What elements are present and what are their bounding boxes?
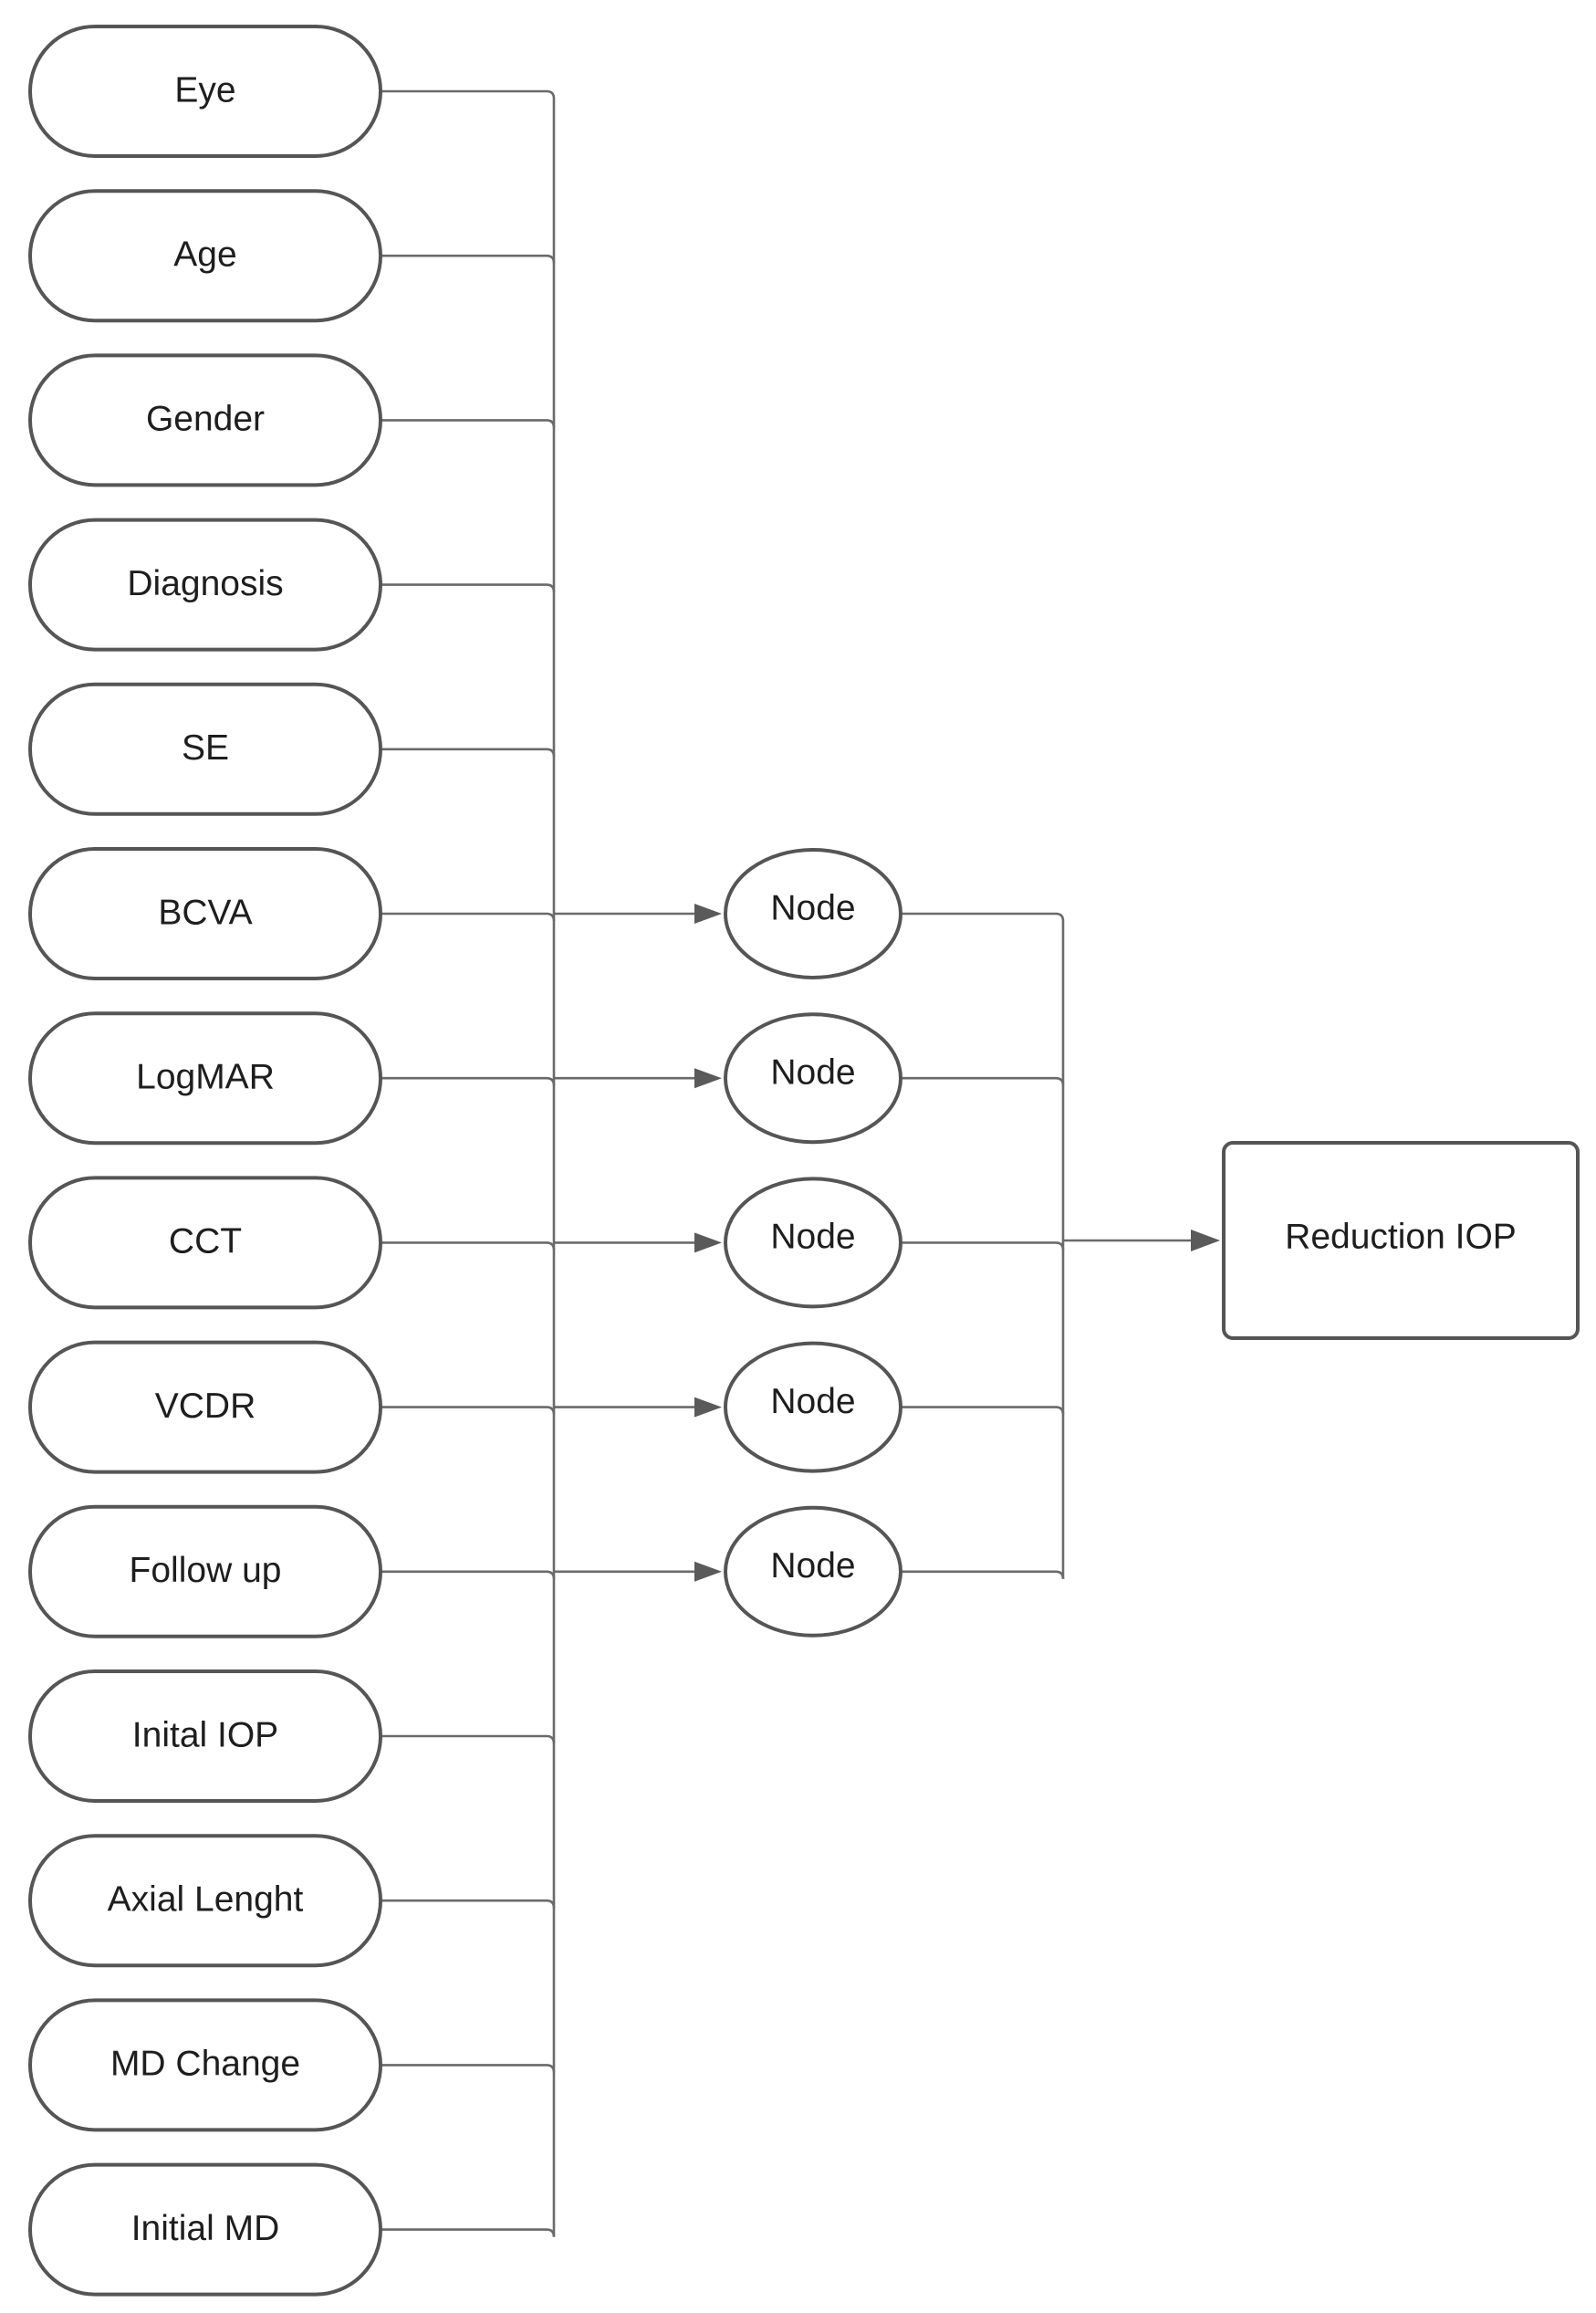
- input-label: LogMAR: [136, 1057, 275, 1096]
- input-node-vcdr: VCDR: [28, 1340, 382, 1474]
- input-pill-shape: [28, 1176, 382, 1310]
- arrowhead-to-node-2: [694, 1068, 722, 1089]
- connector-layer: [381, 89, 1220, 2237]
- hidden-node-ellipse: [724, 1341, 902, 1473]
- connector-input-bcva: [381, 912, 556, 922]
- arrowhead-to-node-3: [694, 1232, 722, 1253]
- input-pill-shape: [28, 518, 382, 652]
- input-label: Diagnosis: [127, 564, 283, 603]
- input-node-logmar: LogMAR: [28, 1011, 382, 1146]
- input-node-cct: CCT: [28, 1176, 382, 1310]
- input-node-follow-up: Follow up: [28, 1504, 382, 1638]
- input-node-gender: Gender: [28, 353, 382, 487]
- input-pill-shape: [28, 1011, 382, 1146]
- input-pill-shape: [28, 25, 382, 158]
- arrowhead-to-node-4: [694, 1397, 722, 1418]
- input-label: MD Change: [110, 2045, 300, 2084]
- connector-input-age: [381, 254, 556, 264]
- input-pill-shape: [28, 1998, 382, 2132]
- connector-node-1: [901, 912, 1065, 922]
- input-pill-shape: [28, 847, 382, 980]
- hidden-node-ellipse: [724, 1012, 902, 1145]
- connector-node-2: [901, 1076, 1065, 1086]
- input-node-eye: Eye: [28, 25, 382, 158]
- arrowhead-to-node-5: [694, 1561, 722, 1582]
- connector-node-4: [901, 1406, 1065, 1415]
- input-label: Gender: [146, 400, 265, 439]
- output-label: Reduction IOP: [1285, 1217, 1517, 1256]
- hidden-node-3: Node: [724, 1177, 902, 1309]
- input-pill-shape: [28, 1834, 382, 1968]
- input-label: CCT: [169, 1222, 242, 1261]
- connector-input-eye: [381, 89, 556, 99]
- hidden-node-label: Node: [770, 888, 855, 927]
- hidden-node-label: Node: [770, 1546, 855, 1586]
- connector-input-cct: [381, 1241, 556, 1251]
- connector-input-vcdr: [381, 1406, 556, 1415]
- connector-input-initial-md: [381, 2228, 556, 2237]
- input-label: VCDR: [155, 1387, 256, 1426]
- arrowhead-to-output: [1191, 1230, 1220, 1251]
- input-node-md-change: MD Change: [28, 1998, 382, 2132]
- input-pill-shape: [28, 682, 382, 816]
- input-node-initial-md: Initial MD: [28, 2162, 382, 2297]
- connector-input-logmar: [381, 1076, 556, 1086]
- hidden-node-2: Node: [724, 1012, 902, 1145]
- input-label: Eye: [174, 70, 235, 110]
- input-node-axial-lenght: Axial Lenght: [28, 1834, 382, 1968]
- input-pill-shape: [28, 189, 382, 323]
- connector-input-gender: [381, 419, 556, 428]
- connector-input-se: [381, 748, 556, 757]
- input-node-inital-iop: Inital IOP: [28, 1669, 382, 1803]
- connector-input-diagnosis: [381, 583, 556, 592]
- hidden-node-ellipse: [724, 848, 902, 979]
- connector-input-follow-up: [381, 1570, 556, 1579]
- input-pill-shape: [28, 2162, 382, 2297]
- hidden-node-label: Node: [770, 1382, 855, 1421]
- connector-input-md-change: [381, 2064, 556, 2073]
- input-label: Inital IOP: [132, 1715, 278, 1754]
- input-label: SE: [182, 728, 229, 768]
- input-label: Follow up: [130, 1551, 282, 1590]
- hidden-node-ellipse: [724, 1177, 902, 1309]
- hidden-node-label: Node: [770, 1052, 855, 1092]
- connector-node-5: [901, 1570, 1065, 1579]
- input-label: Initial MD: [131, 2209, 280, 2248]
- arrowhead-to-node-1: [694, 904, 722, 924]
- hidden-node-4: Node: [724, 1341, 902, 1473]
- input-pill-shape: [28, 353, 382, 487]
- connector-node-3: [901, 1241, 1065, 1251]
- output-box: [1222, 1141, 1580, 1340]
- input-node-bcva: BCVA: [28, 847, 382, 980]
- input-label: Age: [173, 235, 236, 274]
- input-pill-shape: [28, 1669, 382, 1803]
- input-node-age: Age: [28, 189, 382, 323]
- input-node-se: SE: [28, 682, 382, 816]
- hidden-node-label: Node: [770, 1218, 855, 1257]
- input-node-diagnosis: Diagnosis: [28, 518, 382, 652]
- connector-input-inital-iop: [381, 1734, 556, 1744]
- input-label: Axial Lenght: [108, 1879, 304, 1919]
- input-label: BCVA: [158, 893, 252, 932]
- hidden-node-1: Node: [724, 848, 902, 979]
- input-pill-shape: [28, 1504, 382, 1638]
- connector-input-axial-lenght: [381, 1899, 556, 1909]
- output-node: Reduction IOP: [1222, 1141, 1580, 1340]
- input-pill-shape: [28, 1340, 382, 1474]
- hidden-node-ellipse: [724, 1505, 902, 1638]
- hidden-node-5: Node: [724, 1505, 902, 1638]
